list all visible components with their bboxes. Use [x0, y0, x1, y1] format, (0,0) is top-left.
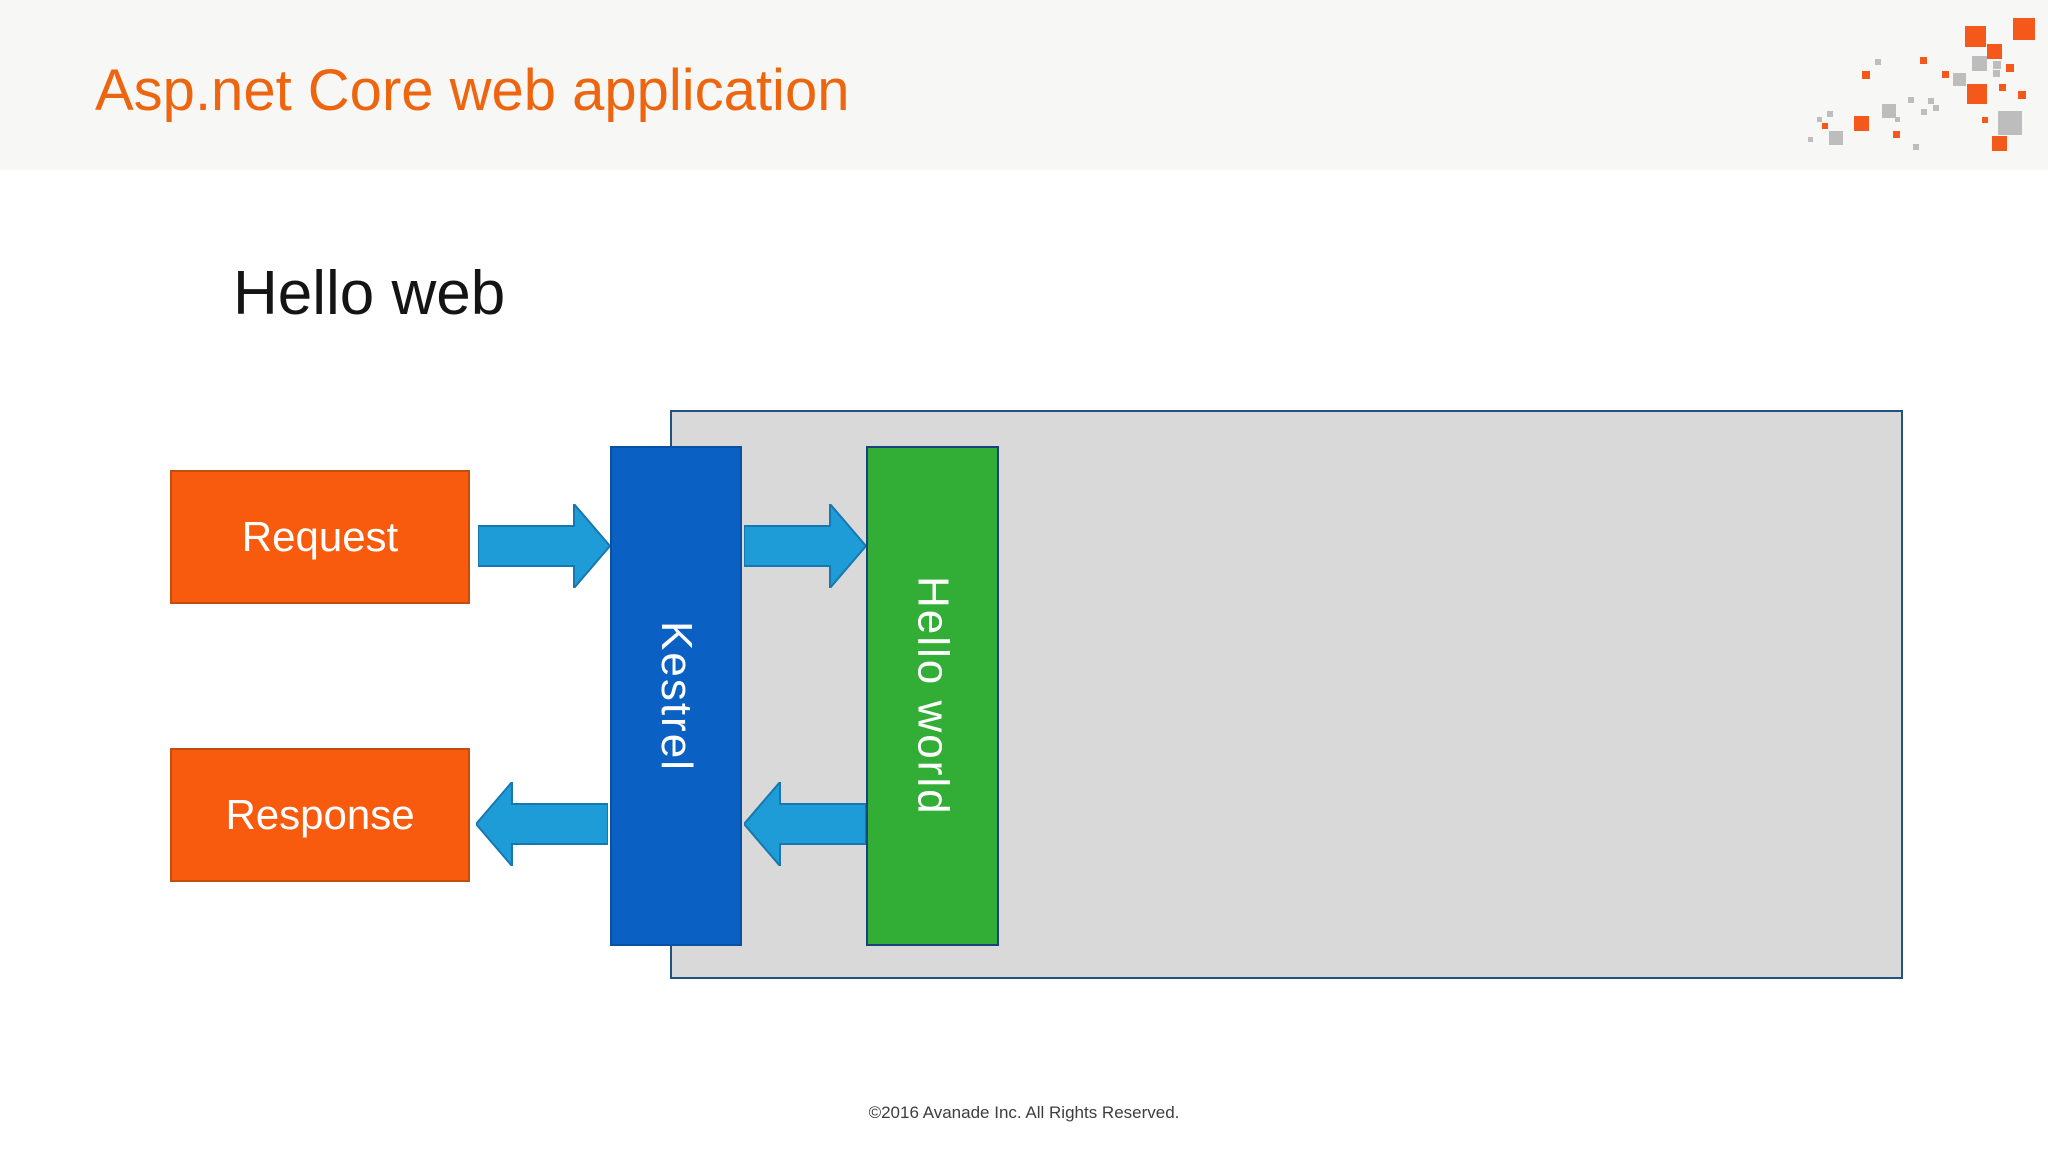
- host-container-box: [670, 410, 1903, 979]
- response-label: Response: [225, 791, 415, 838]
- request-label: Request: [241, 513, 399, 560]
- kestrel-bar: Kestrel: [610, 446, 742, 946]
- kestrel-to-response-arrow: [476, 782, 608, 866]
- arrow-left-shape: [744, 782, 866, 866]
- hello-world-bar: Hello world: [866, 446, 999, 946]
- slide-title: Asp.net Core web application: [95, 58, 850, 123]
- request-box: Request: [170, 470, 470, 604]
- kestrel-label: Kestrel: [652, 620, 701, 772]
- heading: Hello web: [233, 259, 506, 328]
- arrow-left-shape: [476, 782, 608, 866]
- request-to-kestrel-arrow: [478, 504, 610, 588]
- helloworld-to-kestrel-arrow: [744, 782, 866, 866]
- header-band: [0, 0, 2048, 170]
- hello-world-label: Hello world: [908, 576, 958, 816]
- copyright-footer: ©2016 Avanade Inc. All Rights Reserved.: [868, 1103, 1180, 1122]
- arrow-right-shape: [744, 504, 866, 588]
- kestrel-to-helloworld-arrow: [744, 504, 866, 588]
- arrow-right-shape: [478, 504, 610, 588]
- response-box: Response: [170, 748, 470, 882]
